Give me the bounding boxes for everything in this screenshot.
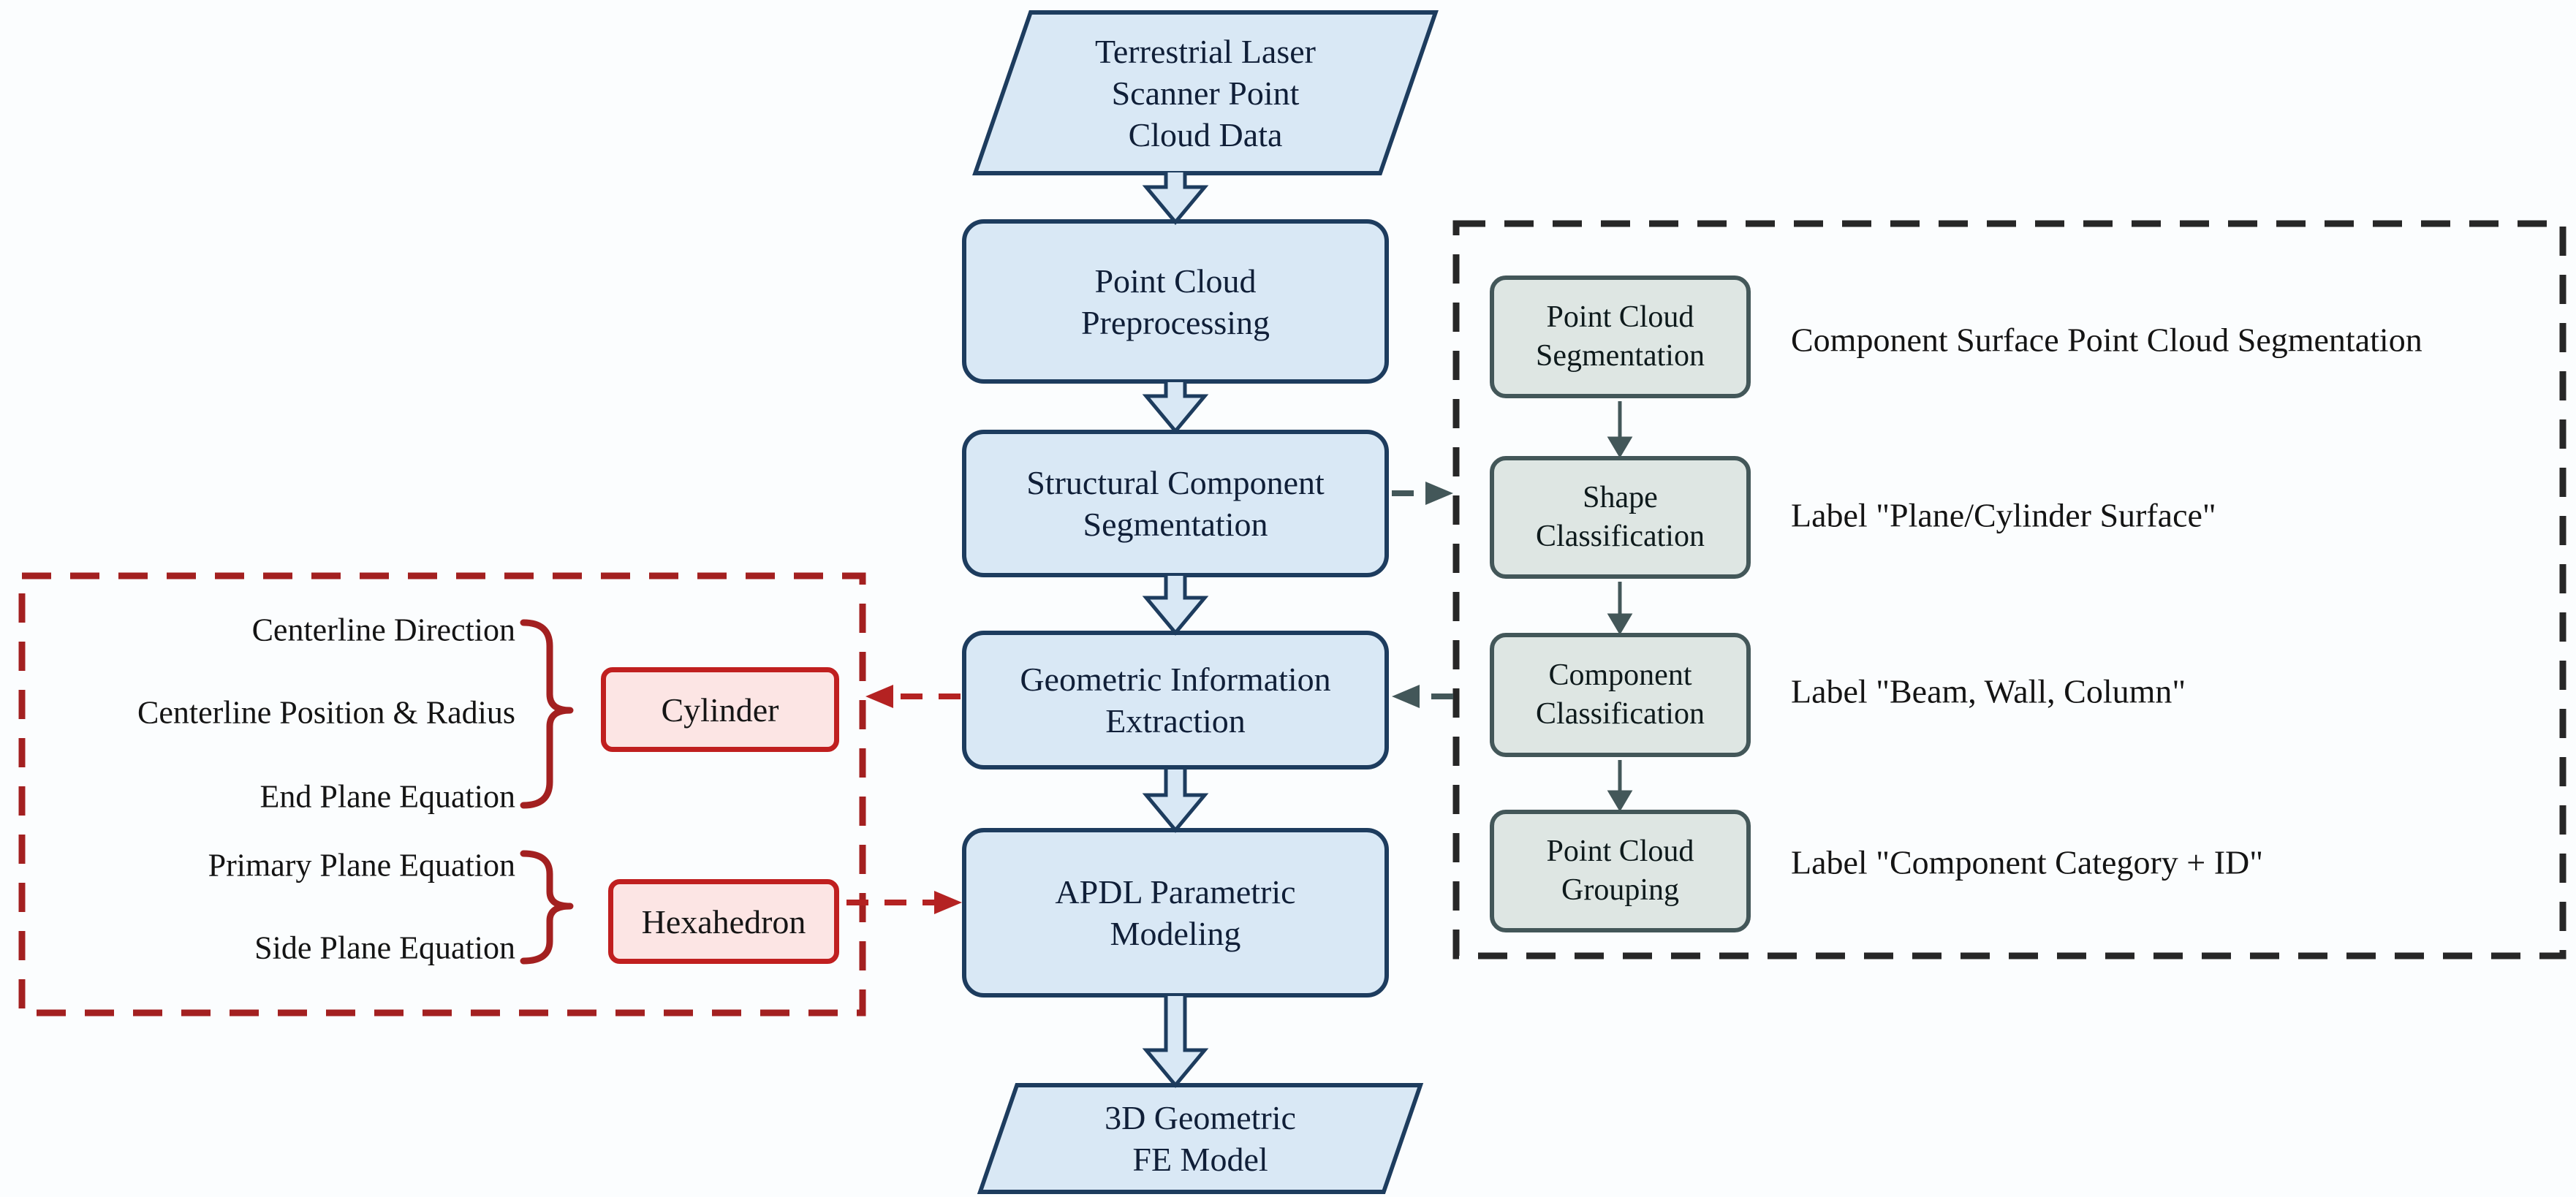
text-line: Classification — [1536, 520, 1705, 553]
text-line: Terrestrial Laser — [1095, 32, 1316, 70]
geometry-box-cylinder: Cylinder — [601, 667, 839, 752]
panel-arrowhead-icon — [1607, 613, 1633, 635]
hexahedron-param-primary-plane-equation: Primary Plane Equation — [208, 847, 515, 884]
cylinder-param-centerline-direction: Centerline Direction — [251, 612, 515, 648]
hexahedron-param-side-plane-equation: Side Plane Equation — [254, 930, 515, 966]
flow-arrow-down-icon — [1142, 172, 1209, 225]
text-line: Component — [1548, 658, 1692, 692]
dashed-link-arrowhead-icon — [934, 891, 962, 914]
text-line: Segmentation — [1536, 339, 1705, 373]
process-box-structural-component-segmentation: Structural Component Segmentation — [962, 430, 1389, 577]
process-box-point-cloud-preprocessing: Point Cloud Preprocessing — [962, 219, 1389, 384]
dashed-link-arrowhead-icon — [865, 685, 893, 708]
text-line: Cloud Data — [1128, 115, 1283, 153]
dashed-link-arrowhead-icon — [1425, 482, 1453, 505]
text-line: Point Cloud — [1094, 262, 1257, 300]
process-box-geometric-information-extraction: Geometric Information Extraction — [962, 631, 1389, 770]
panel-arrowhead-icon — [1607, 790, 1633, 812]
flow-arrow-down-icon — [1142, 996, 1209, 1088]
panel-label-beam-wall-column: Label "Beam, Wall, Column" — [1791, 672, 2186, 710]
text-line: Segmentation — [1083, 506, 1268, 543]
text-line: APDL Parametric — [1055, 873, 1296, 911]
text-line: Shape — [1583, 481, 1658, 514]
panel-step-component-classification: Component Classification — [1490, 633, 1751, 757]
text-line: Hexahedron — [641, 902, 806, 940]
panel-step-point-cloud-grouping: Point Cloud Grouping — [1490, 810, 1751, 932]
dashed-link-arrowhead-icon — [1392, 685, 1420, 708]
text-line: Preprocessing — [1080, 303, 1270, 341]
text-line: Point Cloud — [1546, 300, 1694, 334]
text-line: 3D Geometric — [1105, 1099, 1296, 1136]
cylinder-brace-icon — [520, 619, 574, 809]
output-parallelogram-text: 3D Geometric FE Model — [996, 1083, 1404, 1194]
panel-label-plane-cylinder-surface: Label "Plane/Cylinder Surface" — [1791, 496, 2216, 534]
process-box-apdl-parametric-modeling: APDL Parametric Modeling — [962, 828, 1389, 997]
cylinder-param-end-plane-equation: End Plane Equation — [260, 778, 516, 815]
text-line: FE Model — [1132, 1141, 1268, 1178]
flow-arrow-down-icon — [1142, 382, 1209, 434]
geometry-box-hexahedron: Hexahedron — [608, 879, 839, 964]
panel-label-component-category-id: Label "Component Category + ID" — [1791, 843, 2264, 881]
flow-arrow-down-icon — [1142, 770, 1209, 833]
text-line: Structural Component — [1026, 464, 1325, 501]
output-parallelogram-3d-fe-model: 3D Geometric FE Model — [977, 1083, 1424, 1194]
text-line: Extraction — [1105, 702, 1246, 740]
text-line: Modeling — [1110, 915, 1241, 952]
input-parallelogram-terrestrial-laser: Terrestrial Laser Scanner Point Cloud Da… — [972, 10, 1439, 175]
panel-label-component-surface: Component Surface Point Cloud Segmentati… — [1791, 321, 2422, 359]
text-line: Grouping — [1561, 873, 1679, 907]
text-line: Classification — [1536, 697, 1705, 731]
hexahedron-brace-icon — [520, 850, 574, 965]
input-parallelogram-text: Terrestrial Laser Scanner Point Cloud Da… — [1001, 10, 1410, 175]
text-line: Cylinder — [661, 691, 779, 729]
text-line: Scanner Point — [1111, 74, 1300, 112]
cylinder-param-centerline-position-radius: Centerline Position & Radius — [137, 694, 515, 731]
panel-step-point-cloud-segmentation: Point Cloud Segmentation — [1490, 276, 1751, 398]
panel-step-shape-classification: Shape Classification — [1490, 456, 1751, 579]
flow-arrow-down-icon — [1142, 576, 1209, 636]
text-line: Geometric Information — [1020, 661, 1331, 698]
text-line: Point Cloud — [1546, 835, 1694, 868]
panel-arrowhead-icon — [1607, 436, 1633, 458]
